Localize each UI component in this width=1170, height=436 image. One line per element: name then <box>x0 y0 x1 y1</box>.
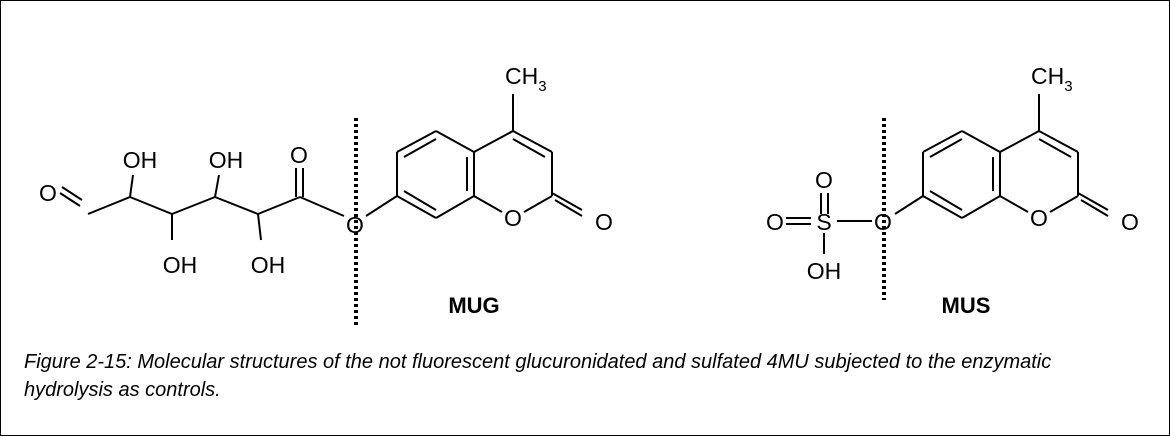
bond <box>257 213 262 241</box>
bond <box>435 130 475 153</box>
molecular-structures: O OH OH O O OH OH O O CH3 MUG <box>39 63 1139 325</box>
bond <box>214 196 259 215</box>
bond <box>512 130 553 153</box>
bond <box>396 130 437 153</box>
atom-label: O <box>39 180 57 206</box>
bond <box>961 130 1001 153</box>
atom-label: O <box>1121 209 1139 235</box>
bond <box>396 195 437 219</box>
bond <box>1049 195 1079 213</box>
atom-label: O <box>815 167 833 193</box>
mus-structure: O O S O OH O O CH3 MUS <box>766 63 1139 318</box>
bond <box>214 174 220 198</box>
bond <box>1038 130 1079 153</box>
atom-label: OH <box>123 147 158 173</box>
bond <box>257 196 301 215</box>
bond <box>129 196 173 215</box>
bond <box>922 195 963 219</box>
bond <box>87 196 131 215</box>
atom-label: S <box>816 209 831 235</box>
bond <box>554 199 583 217</box>
bond <box>435 195 475 219</box>
atom-label: O <box>1030 205 1048 231</box>
bond <box>929 190 963 211</box>
atom-label: O <box>874 209 892 235</box>
atom-label: O <box>290 142 308 168</box>
bond <box>894 195 924 215</box>
bond <box>403 190 437 211</box>
bond <box>961 195 1001 219</box>
bond <box>551 192 583 211</box>
atom-label: O <box>766 209 784 235</box>
atom-label: O <box>346 212 364 238</box>
atom-label: OH <box>807 258 842 284</box>
bond <box>999 130 1040 153</box>
compound-name-mus: MUS <box>942 293 991 318</box>
bond <box>403 138 437 158</box>
figure-caption: Figure 2-15: Molecular structures of the… <box>24 351 1052 401</box>
atom-label: O <box>504 205 522 231</box>
atom-label: OH <box>251 252 286 278</box>
bond <box>922 130 963 153</box>
bond <box>365 195 398 217</box>
bond <box>61 186 83 201</box>
bond <box>473 130 514 153</box>
atom-label: OH <box>209 147 244 173</box>
bond <box>171 196 216 215</box>
atom-label: OH <box>163 252 198 278</box>
bond <box>512 138 546 158</box>
bond <box>523 195 553 213</box>
bond <box>473 195 503 213</box>
bond <box>59 192 81 207</box>
atom-label: CH3 <box>1031 63 1073 95</box>
bond <box>1080 199 1109 217</box>
bond <box>999 195 1029 213</box>
bond <box>1077 192 1109 211</box>
bond <box>299 196 345 217</box>
bond <box>1038 138 1072 158</box>
bond <box>129 174 134 198</box>
atom-label: O <box>595 209 613 235</box>
atom-label: CH3 <box>505 63 547 95</box>
compound-name-mug: MUG <box>448 293 499 318</box>
bond <box>929 138 963 158</box>
mug-structure: O OH OH O O OH OH O O CH3 MUG <box>39 63 613 325</box>
